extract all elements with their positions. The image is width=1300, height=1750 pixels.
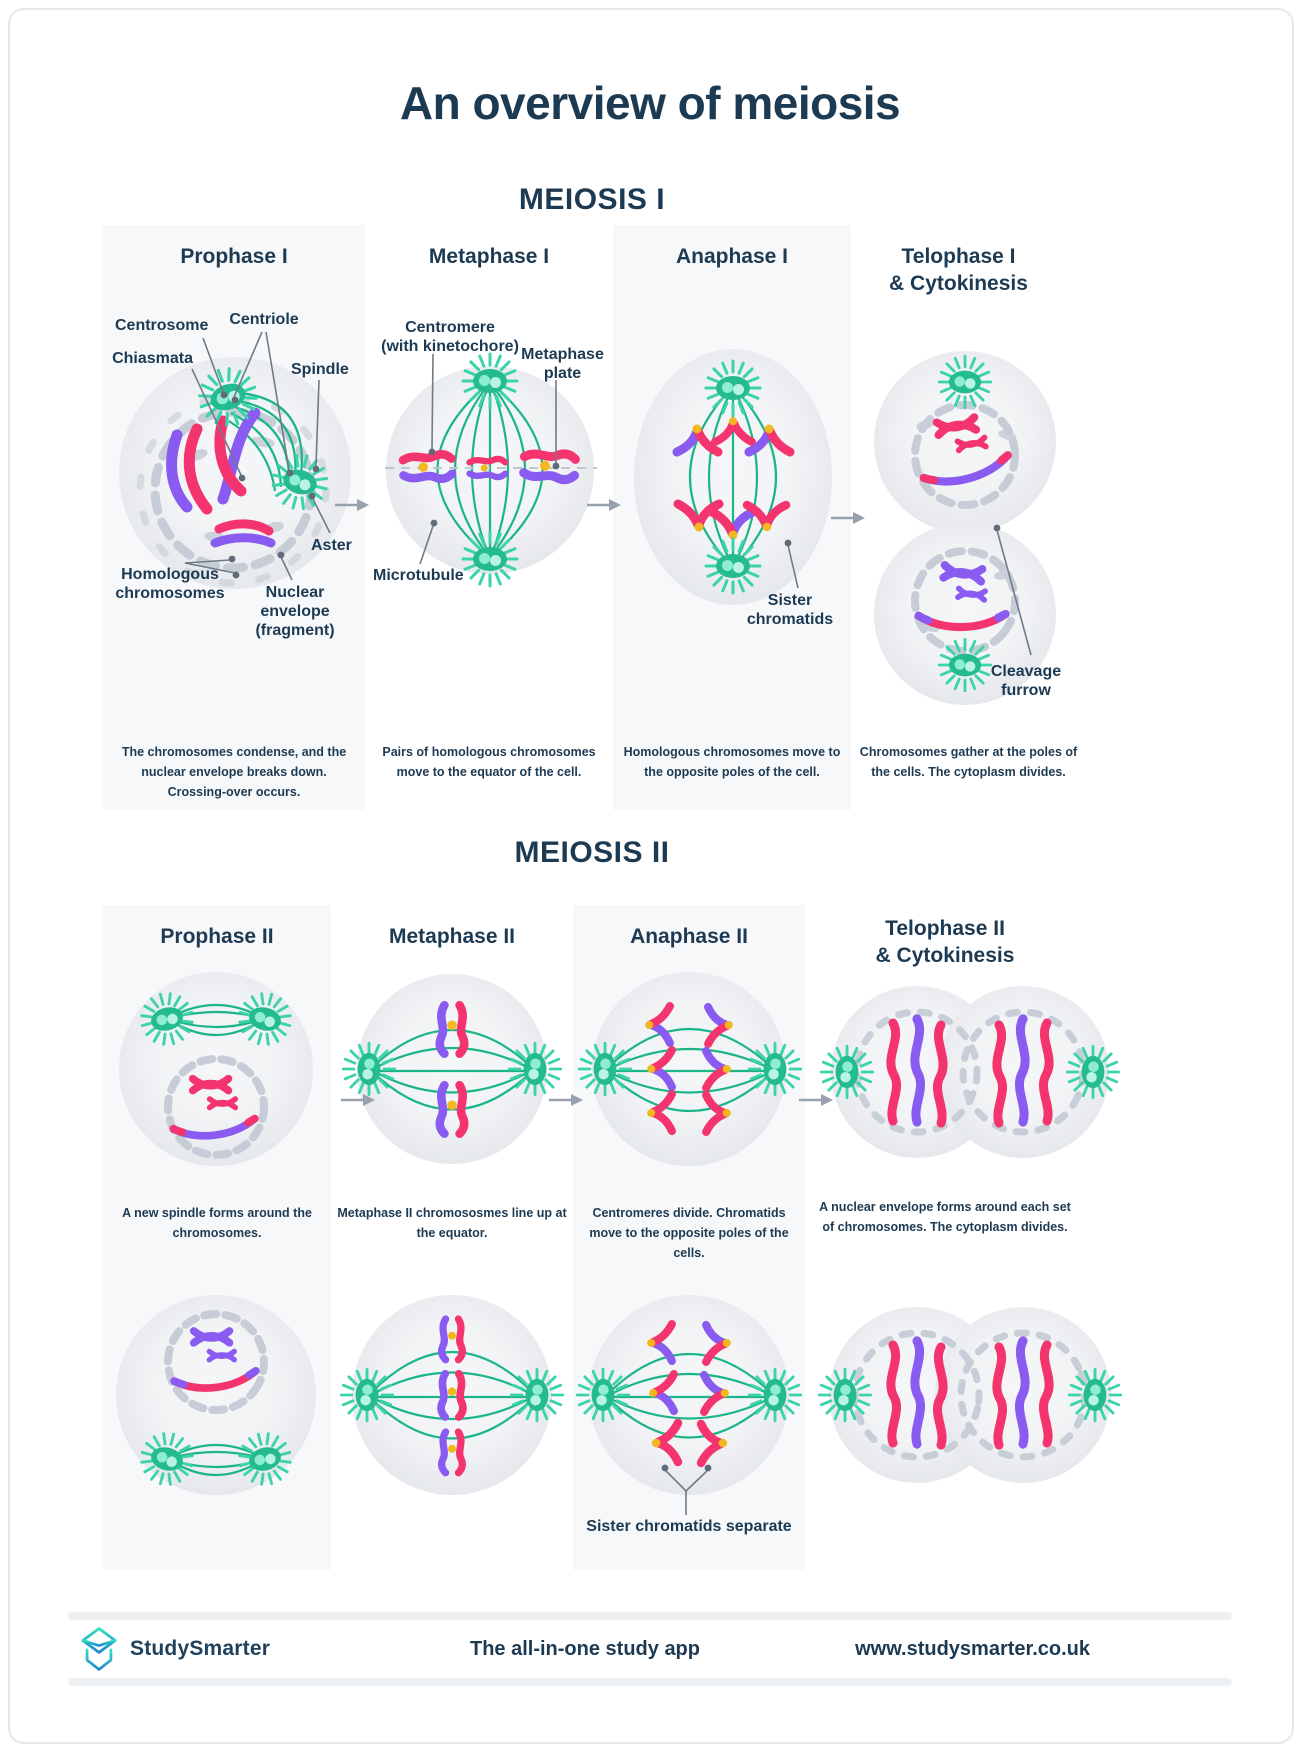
prophase2-title: Prophase II xyxy=(160,925,274,948)
label-microtubule: Microtubule xyxy=(373,567,464,584)
prophase2-panel: Prophase II A new spindle forms around t… xyxy=(103,905,331,1570)
anaphase1-title: Anaphase I xyxy=(675,245,789,268)
label-centromere: Centromere (with kinetochore) xyxy=(381,319,519,356)
telophase1-caption: Chromosomes gather at the poles of the c… xyxy=(859,745,1078,779)
prophase2-cell2-illustration xyxy=(116,1295,316,1495)
telophase2-cell1-illustration xyxy=(819,986,1121,1158)
poster-border xyxy=(8,8,1294,1744)
metaphase1-caption: Pairs of homologous chromosomes move to … xyxy=(382,745,596,779)
metaphase1-title: Metaphase I xyxy=(428,245,550,268)
footer-divider-bottom xyxy=(68,1678,1232,1686)
telophase1-panel: Telophase I & Cytokinesis Cleavage furro… xyxy=(851,225,1201,810)
meiosis1-heading: MEIOSIS I xyxy=(518,183,666,216)
arrow-icon xyxy=(830,510,866,526)
anaphase1-caption: Homologous chromosomes move to the oppos… xyxy=(623,745,841,779)
label-cleavage-furrow: Cleavage furrow xyxy=(990,663,1062,700)
prophase2-caption: A new spindle forms around the chromosom… xyxy=(122,1206,312,1240)
studysmarter-logo: StudySmarter xyxy=(78,1626,270,1672)
telophase2-panel: Telophase II & Cytokinesis A nuclear env… xyxy=(805,905,1140,1570)
anaphase2-title: Anaphase II xyxy=(630,925,748,948)
label-centrosome: Centrosome xyxy=(115,317,209,334)
label-centriole: Centriole xyxy=(229,311,299,328)
telophase1-title: Telophase I & Cytokinesis xyxy=(889,245,1028,296)
metaphase2-cell2-illustration xyxy=(339,1295,565,1495)
anaphase2-cell1-illustration xyxy=(577,972,803,1166)
metaphase2-cell1-illustration xyxy=(341,974,563,1164)
label-sister-chromatids-separate: Sister chromatids separate xyxy=(586,1518,792,1535)
metaphase2-caption: Metaphase II chromososmes line up at the… xyxy=(337,1206,567,1240)
metaphase2-panel: Metaphase II Metaphase II chromososmes l… xyxy=(331,905,573,1570)
prophase2-cell1-illustration xyxy=(119,972,313,1166)
label-chiasmata: Chiasmata xyxy=(112,350,193,367)
prophase1-panel: Prophase I xyxy=(103,225,365,810)
arrow-icon xyxy=(340,1092,376,1108)
footer-divider-top xyxy=(68,1612,1232,1620)
label-nuclear-envelope: Nuclear envelope (fragment) xyxy=(255,584,335,640)
arrow-icon xyxy=(798,1092,834,1108)
metaphase1-panel: Metaphase I Centromere (with kinetochore… xyxy=(365,225,613,810)
prophase1-title: Prophase I xyxy=(180,245,288,268)
meiosis2-heading: MEIOSIS II xyxy=(514,836,670,869)
telophase2-title: Telophase II & Cytokinesis xyxy=(875,917,1015,968)
metaphase2-title: Metaphase II xyxy=(388,925,516,948)
arrow-icon xyxy=(586,497,622,513)
anaphase1-panel: Anaphase I Sister chromatids Homologous … xyxy=(613,225,851,810)
telophase1-cell-illustration xyxy=(874,351,1056,705)
prophase1-caption: The chromosomes condense, and the nuclea… xyxy=(121,745,347,799)
brand-name: StudySmarter xyxy=(130,1637,271,1660)
anaphase1-cell-illustration xyxy=(634,349,832,605)
footer-tagline: The all-in-one study app xyxy=(469,1638,700,1660)
anaphase2-panel: Anaphase II Centromeres divide. Chromati… xyxy=(573,905,805,1570)
telophase2-cell2-illustration xyxy=(817,1307,1123,1483)
arrow-icon xyxy=(334,497,370,513)
studysmarter-logo-icon xyxy=(81,1627,117,1671)
label-spindle: Spindle xyxy=(291,361,349,378)
telophase2-caption: A nuclear envelope forms around each set… xyxy=(819,1200,1071,1234)
footer-website: www.studysmarter.co.uk xyxy=(855,1638,1090,1660)
prophase1-cell-illustration xyxy=(119,331,351,589)
anaphase2-caption: Centromeres divide. Chromatids move to t… xyxy=(589,1206,789,1260)
metaphase1-cell-illustration xyxy=(385,352,597,588)
label-homologous-chromosomes: Homologous chromosomes xyxy=(115,566,225,603)
anaphase2-cell2-illustration xyxy=(575,1295,803,1515)
label-metaphase-plate: Metaphase plate xyxy=(521,346,604,383)
poster-title: An overview of meiosis xyxy=(399,77,901,129)
label-aster: Aster xyxy=(311,537,352,554)
arrow-icon xyxy=(548,1092,584,1108)
label-sister-chromatids: Sister chromatids xyxy=(746,592,834,629)
